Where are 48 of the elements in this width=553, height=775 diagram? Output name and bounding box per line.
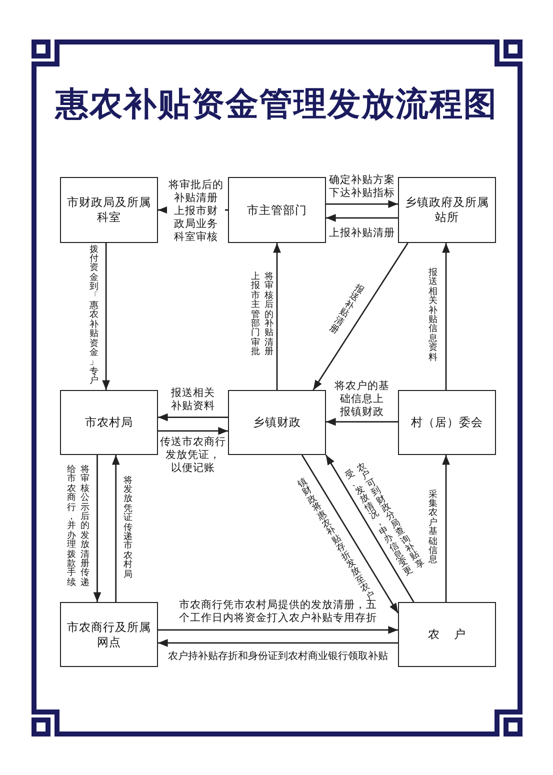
arrow [273, 243, 281, 390]
title: 惠农补贴资金管理发放流程图 [54, 83, 498, 125]
edge-label: 将审核公示后的发放清册传递给市农商行，并办理拨款手续 [66, 466, 90, 590]
process-box [398, 602, 496, 667]
arrow [312, 242, 408, 390]
box-label: 乡镇财政 [252, 415, 302, 430]
arrow [158, 413, 228, 422]
arrow [301, 454, 399, 614]
box-label: 村（居）委会 [410, 415, 484, 430]
box-label: 乡镇政府及所属站所 [404, 195, 490, 225]
process-box [228, 390, 326, 455]
box-label: 市农村局 [84, 415, 134, 430]
box-label: 市农商行及所属网点 [66, 620, 152, 650]
edge-label: 采集农户基础信息 [428, 490, 438, 566]
edge-label: 传送市农商行发放凭证，以便记账 [159, 436, 227, 474]
arrow [326, 200, 398, 208]
process-box [398, 390, 496, 455]
edge-label: 报送相关补贴资料 [170, 387, 216, 413]
process-box [60, 177, 158, 243]
edge-label: 将发放凭证传递市农村局 [123, 476, 133, 580]
edge-label: 报送相关补贴信息资料 [428, 269, 438, 364]
arrow [102, 243, 110, 390]
edge-label: 拨付资金到「惠农补贴资金」专户 [89, 246, 99, 387]
edge-label: 农户持补贴存折和身份证到农村商业银行领取补贴 [167, 650, 389, 662]
edge-label: 上报补贴清册 [328, 226, 396, 240]
arrow [442, 243, 450, 390]
arrow [158, 639, 398, 647]
edge-label: 将农户的基础信息上报镇财政 [334, 380, 390, 418]
process-box [60, 390, 158, 455]
box-label: 农户 [427, 627, 480, 642]
process-box [398, 177, 496, 243]
arrow [325, 454, 414, 602]
edge-label: 报送补贴清册 [326, 284, 366, 337]
box-label: 市财政局及所属科室 [66, 195, 152, 225]
arrow [112, 455, 120, 602]
arrow [158, 427, 228, 435]
box-label: 市主管部门 [246, 202, 308, 218]
arrow [442, 455, 450, 602]
edge-label: 将审核后的补贴清册上报市主管部门审批 [250, 273, 274, 359]
edge-label: 市农商行凭市农村局提供的发放清册，五个工作日内将资金打入农户补贴专用存折 [178, 599, 378, 625]
arrow [326, 214, 398, 222]
arrow [158, 626, 398, 634]
edge-label: 将审批后的补贴清册上报市财政局业务科室审核 [167, 178, 225, 244]
arrow [326, 418, 398, 426]
process-box [60, 602, 158, 667]
arrow [93, 455, 102, 602]
edge-label: 确定补贴方案下达补贴指标 [328, 174, 396, 200]
process-box [228, 177, 326, 243]
